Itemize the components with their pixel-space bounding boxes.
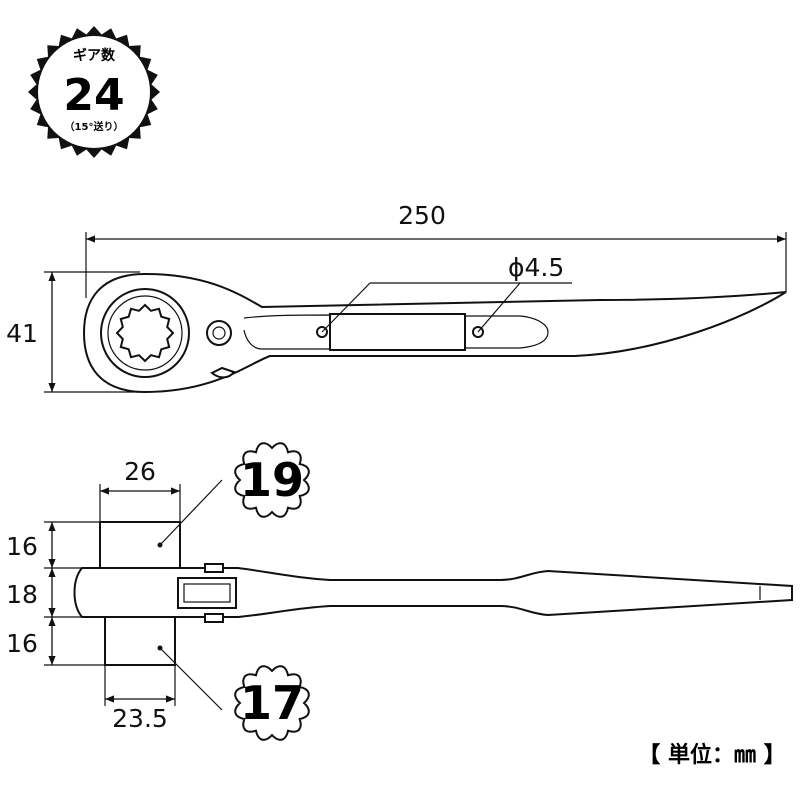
badge-gear-count: 24 xyxy=(63,70,124,121)
twelve-point-socket xyxy=(115,303,175,363)
socket-19-label: 19 xyxy=(240,453,304,507)
badge-note: （15°送り） xyxy=(65,120,124,133)
socket-17-badge: 17 xyxy=(234,665,310,741)
dim-pin-diameter-label: ϕ4.5 xyxy=(508,253,564,282)
socket-19-badge: 19 xyxy=(234,442,310,518)
socket-17-label: 17 xyxy=(240,676,304,730)
dim-thickness-label: 18 xyxy=(6,580,38,609)
gear-count-badge: ギア数 24 （15°送り） xyxy=(28,26,160,158)
dim-top-socket-label: 16 xyxy=(6,532,38,561)
socket-bottom xyxy=(104,616,176,666)
side-view: 26 16 18 16 23.5 xyxy=(6,457,793,733)
dim-length-label: 250 xyxy=(398,201,446,230)
dim-bottom-socket-label: 16 xyxy=(6,629,38,658)
badge-title: ギア数 xyxy=(73,47,116,64)
unit-label: 【 単位：㎜ 】 xyxy=(638,742,785,768)
dim-socket-bottom-width-label: 23.5 xyxy=(112,704,168,733)
dim-height-label: 41 xyxy=(6,319,38,348)
top-view: 250 41 ϕ4.5 xyxy=(6,201,787,394)
dim-socket-width-label: 26 xyxy=(124,457,156,486)
socket-top xyxy=(99,521,181,569)
wrench-body-side xyxy=(73,567,793,618)
